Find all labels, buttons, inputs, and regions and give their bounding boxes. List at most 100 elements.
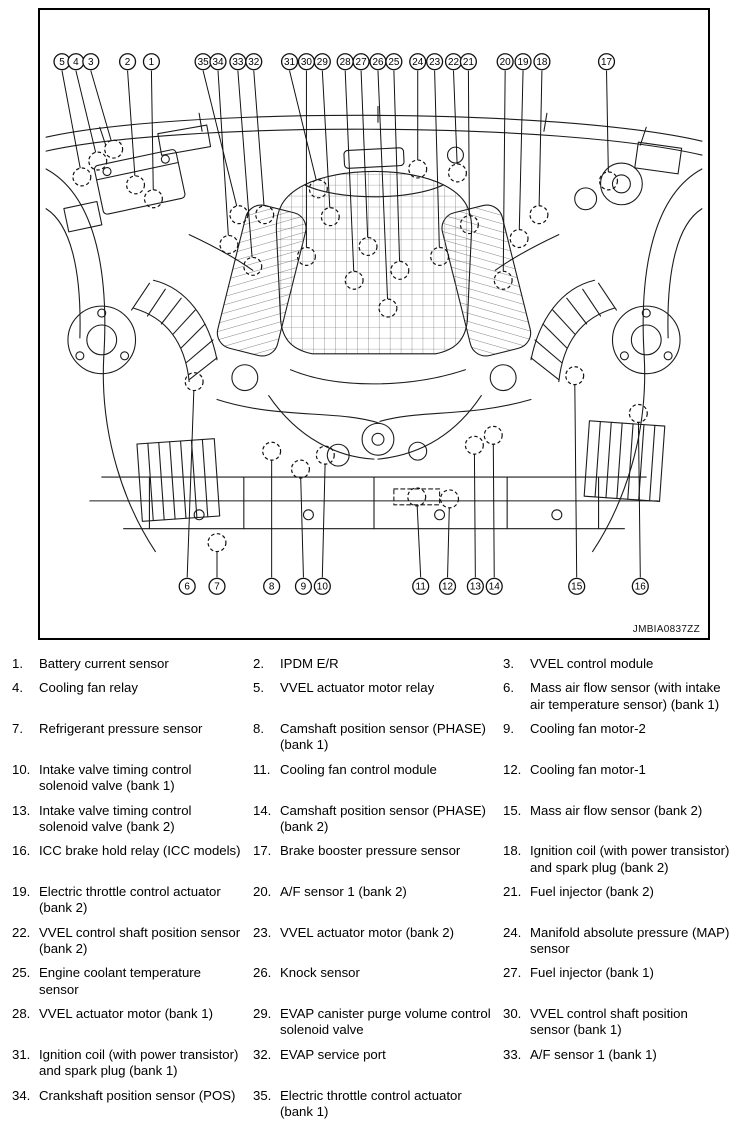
legend-item-label: EVAP canister purge volume control solen… — [280, 1006, 491, 1038]
callout-8: 8 — [262, 441, 282, 595]
legend-item-number: 11. — [253, 761, 271, 777]
callout-number-29: 29 — [317, 57, 329, 68]
legend-item-number: 24. — [503, 924, 522, 940]
leader-line-32 — [253, 70, 265, 206]
legend-item-25: 25.Engine coolant temperature sensor — [12, 965, 253, 998]
callout-number-9: 9 — [301, 582, 307, 593]
callout-4: 4 — [67, 53, 108, 171]
legend-item-label: Fuel injector (bank 1) — [530, 965, 654, 981]
component-marker-3 — [104, 139, 124, 159]
callout-number-30: 30 — [301, 57, 313, 68]
legend-item-31: 31.Ignition coil (with power transistor)… — [12, 1047, 253, 1080]
leader-line-35 — [202, 70, 238, 207]
legend-item-23: 23. VVEL actuator motor (bank 2) — [253, 925, 503, 958]
legend-item-label: Camshaft position sensor (PHASE) (bank 1… — [280, 721, 486, 753]
component-marker-13 — [464, 435, 484, 455]
legend-item-number: 27. — [503, 965, 522, 981]
legend-item-number: 32. — [253, 1046, 272, 1062]
callout-number-24: 24 — [412, 57, 424, 68]
callout-circle-31 — [280, 53, 299, 71]
legend-item-7: 7.Refrigerant pressure sensor — [12, 721, 253, 754]
legend-item-label: Brake booster pressure sensor — [280, 843, 461, 859]
legend-item-32: 32. EVAP service port — [253, 1047, 503, 1080]
callout-number-17: 17 — [601, 57, 613, 68]
component-marker-8 — [262, 441, 282, 461]
callout-32: 32 — [245, 53, 275, 225]
callout-9: 9 — [290, 459, 313, 595]
leader-line-9 — [300, 478, 304, 578]
legend-item-2: 2.IPDM E/R — [253, 656, 503, 672]
legend-item-18: 18.Ignition coil (with power transistor)… — [503, 843, 740, 876]
callout-number-19: 19 — [518, 57, 530, 68]
component-marker-1 — [143, 189, 163, 209]
legend-item-22: 22.VVEL control shaft position sensor (b… — [12, 925, 253, 958]
callout-14: 14 — [483, 425, 503, 595]
legend-item-28: 28. VVEL actuator motor (bank 1) — [12, 1006, 253, 1039]
legend-item-label: EVAP service port — [280, 1046, 386, 1062]
legend-item-20: 20.A/F sensor 1 (bank 2) — [253, 884, 503, 917]
callout-number-3: 3 — [88, 57, 94, 68]
callout-7: 7 — [207, 533, 227, 595]
callout-number-34: 34 — [212, 57, 224, 68]
component-marker-17 — [598, 171, 619, 191]
callout-number-31: 31 — [284, 57, 296, 68]
callout-number-7: 7 — [214, 582, 220, 593]
legend-item-label: Cooling fan relay — [39, 680, 138, 696]
leader-line-12 — [447, 507, 450, 578]
legend-item-29: 29.EVAP canister purge volume control so… — [253, 1006, 503, 1039]
legend-item-number: 28. — [12, 1006, 31, 1022]
callout-circle-16 — [631, 577, 649, 595]
legend-item-label: VVEL actuator motor (bank 1) — [39, 1006, 213, 1022]
legend-item-12: 12.Cooling fan motor-1 — [503, 762, 740, 795]
legend-item-label: VVEL control module — [530, 656, 654, 671]
leader-line-29 — [321, 70, 331, 208]
legend-item-number: 5. — [253, 680, 264, 696]
component-marker-21 — [459, 215, 479, 235]
callout-12: 12 — [438, 489, 460, 595]
legend-item-34: 34.Crankshaft position sensor (POS) — [12, 1088, 253, 1121]
component-marker-33 — [243, 256, 263, 276]
callout-13: 13 — [464, 435, 484, 595]
callout-20: 20 — [493, 53, 514, 290]
callout-33: 33 — [229, 53, 263, 276]
legend-item-label: A/F sensor 1 (bank 1) — [530, 1046, 657, 1062]
component-marker-18 — [529, 205, 549, 225]
legend-item-label: VVEL actuator motor (bank 2) — [280, 924, 454, 940]
callout-1: 1 — [142, 53, 163, 209]
leader-line-5 — [61, 70, 81, 169]
component-marker-5 — [72, 167, 92, 187]
callout-number-14: 14 — [489, 582, 501, 593]
callout-circle-12 — [438, 577, 457, 595]
engine-bay-line-art: 5432135343332313029282726252423222120191… — [45, 53, 703, 595]
legend-item-number: 7. — [12, 721, 23, 737]
callout-35: 35 — [194, 53, 249, 225]
leader-line-16 — [637, 422, 641, 578]
callout-31: 31 — [280, 53, 328, 199]
leader-line-10 — [321, 464, 326, 578]
legend-item-number: 26. — [253, 965, 272, 981]
legend-item-1: 1.Battery current sensor — [12, 656, 253, 672]
component-marker-27 — [358, 236, 378, 257]
callout-22: 22 — [444, 53, 468, 183]
legend-item-16: 16.ICC brake hold relay (ICC models) — [12, 843, 253, 876]
callout-6: 6 — [178, 372, 204, 595]
component-marker-14 — [483, 425, 503, 445]
legend-item-number: 13. — [12, 802, 31, 818]
component-marker-15 — [565, 366, 585, 386]
leader-line-18 — [538, 70, 543, 206]
component-marker-29 — [320, 207, 340, 227]
callout-2: 2 — [118, 53, 146, 195]
leader-line-21 — [467, 70, 470, 216]
component-marker-25 — [390, 260, 410, 280]
legend-item-label: VVEL actuator motor relay — [280, 680, 435, 696]
component-marker-34 — [219, 234, 239, 255]
legend-item-number: 19. — [12, 883, 31, 899]
legend-item-number: 8. — [253, 721, 264, 737]
legend-item-number: 23. — [253, 924, 272, 940]
legend-item-number: 20. — [253, 883, 272, 899]
legend-item-3: 3.VVEL control module — [503, 656, 740, 672]
leader-line-6 — [186, 390, 195, 578]
legend-item-number: 34. — [12, 1087, 31, 1103]
callout-circle-27 — [352, 53, 370, 71]
